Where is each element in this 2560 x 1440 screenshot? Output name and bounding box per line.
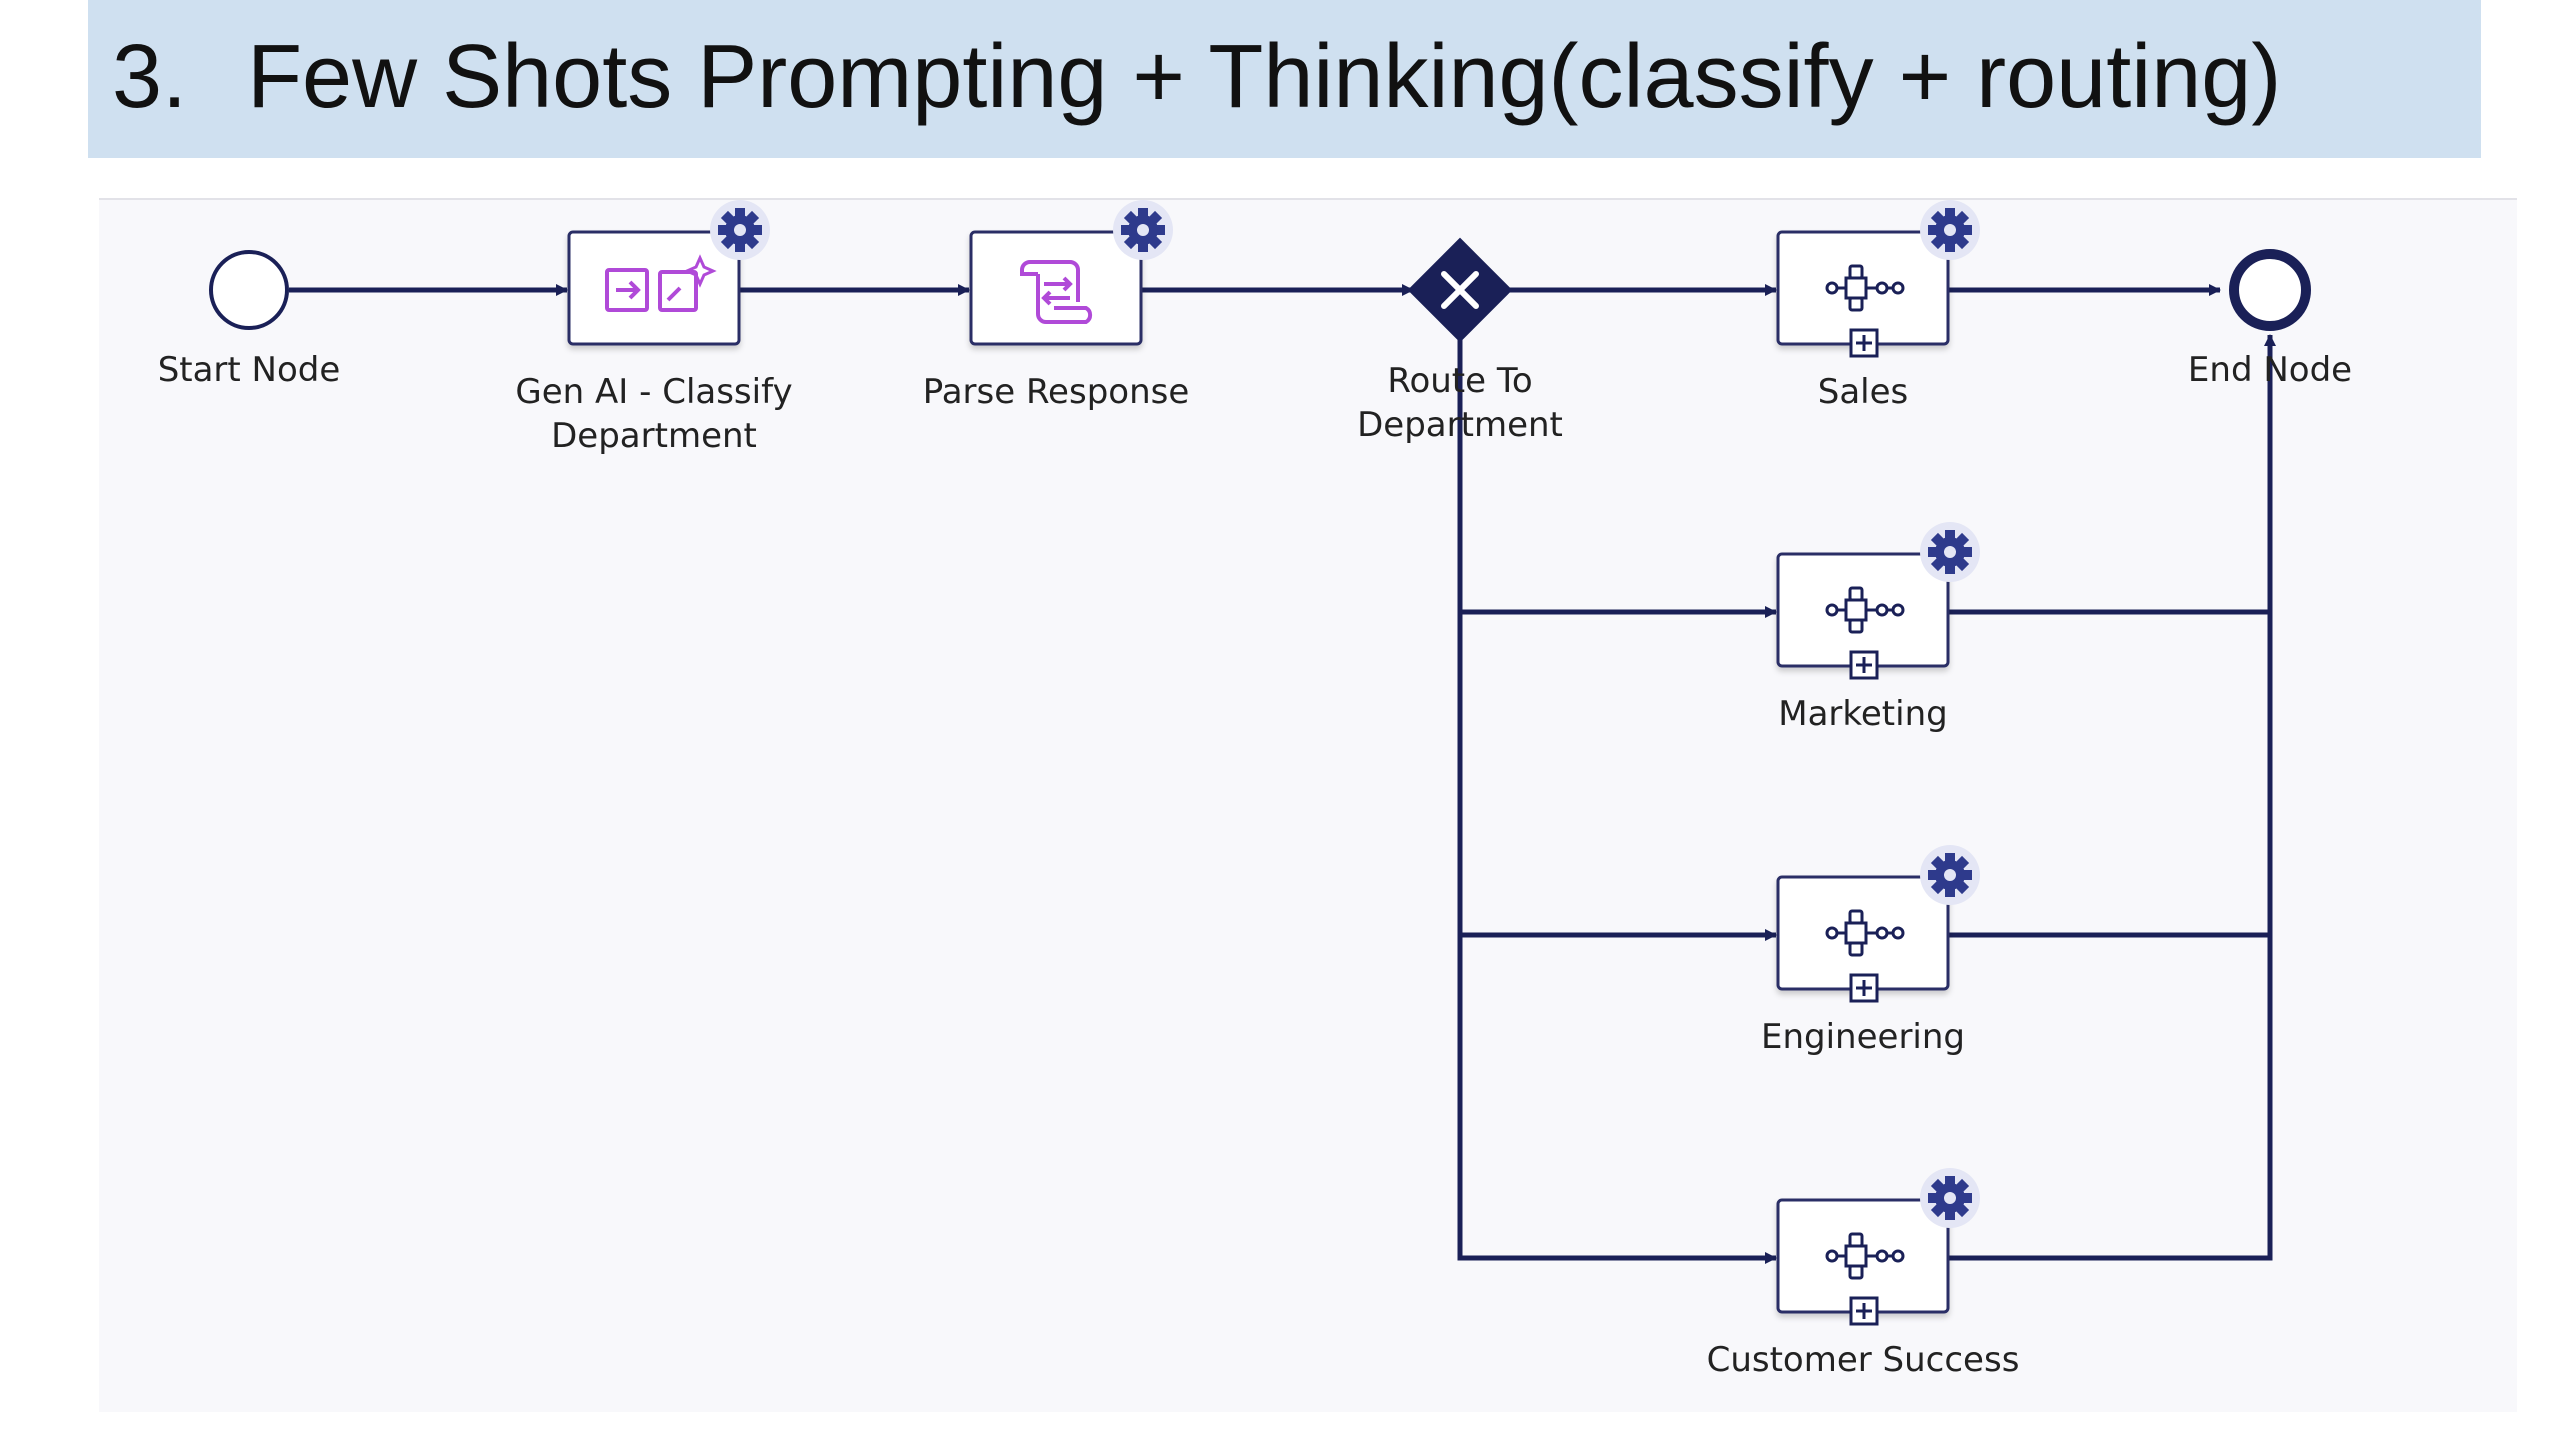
- title-bar: [88, 0, 2481, 158]
- edge-route-engineering: [1457, 612, 1777, 941]
- route-gateway[interactable]: [1407, 237, 1513, 343]
- route-label-line2: Department: [1357, 405, 1563, 445]
- title-label: Few Shots Prompting + Thinking(classify …: [247, 27, 2282, 127]
- parse-response-task[interactable]: [969, 200, 1173, 346]
- edge-customer-success-end: [1948, 334, 2276, 1261]
- customer-success-label: Customer Success: [1706, 1340, 2020, 1380]
- route-label: Route To Department: [1310, 359, 1610, 447]
- exclusive-gateway-icon: [1441, 271, 1479, 309]
- customer-success-subprocess[interactable]: [1776, 1168, 1980, 1326]
- gen-ai-icon: [605, 254, 717, 312]
- classify-label-line1: Gen AI - Classify: [515, 372, 793, 412]
- classify-label: Gen AI - Classify Department: [494, 370, 814, 458]
- end-node[interactable]: [2229, 249, 2311, 331]
- engineering-subprocess[interactable]: [1776, 845, 1980, 1003]
- start-node[interactable]: [209, 250, 289, 330]
- marketing-subprocess[interactable]: [1776, 522, 1980, 680]
- classify-settings-gear-icon[interactable]: [710, 200, 770, 260]
- marketing-settings-gear-icon[interactable]: [1920, 522, 1980, 582]
- route-label-line1: Route To: [1387, 361, 1533, 401]
- parse-icon: [1020, 260, 1093, 324]
- gen-ai-classify-task[interactable]: [567, 200, 770, 346]
- parse-settings-gear-icon[interactable]: [1113, 200, 1173, 260]
- marketing-label: Marketing: [1778, 694, 1948, 734]
- diagram-canvas: [99, 198, 2517, 1412]
- classify-label-line2: Department: [551, 416, 757, 456]
- sales-subprocess[interactable]: [1776, 200, 1980, 358]
- end-node-label: End Node: [2187, 350, 2353, 390]
- sales-label: Sales: [1817, 372, 1909, 412]
- engineering-label: Engineering: [1761, 1017, 1965, 1057]
- title-number: 3.: [112, 27, 188, 127]
- engineering-settings-gear-icon[interactable]: [1920, 845, 1980, 905]
- edge-route-customer-success: [1457, 935, 1777, 1264]
- customer-success-settings-gear-icon[interactable]: [1920, 1168, 1980, 1228]
- page-title: 3. Few Shots Prompting + Thinking(classif…: [112, 22, 2281, 132]
- start-node-label: Start Node: [157, 350, 341, 390]
- sales-settings-gear-icon[interactable]: [1920, 200, 1980, 260]
- parse-label: Parse Response: [922, 372, 1190, 412]
